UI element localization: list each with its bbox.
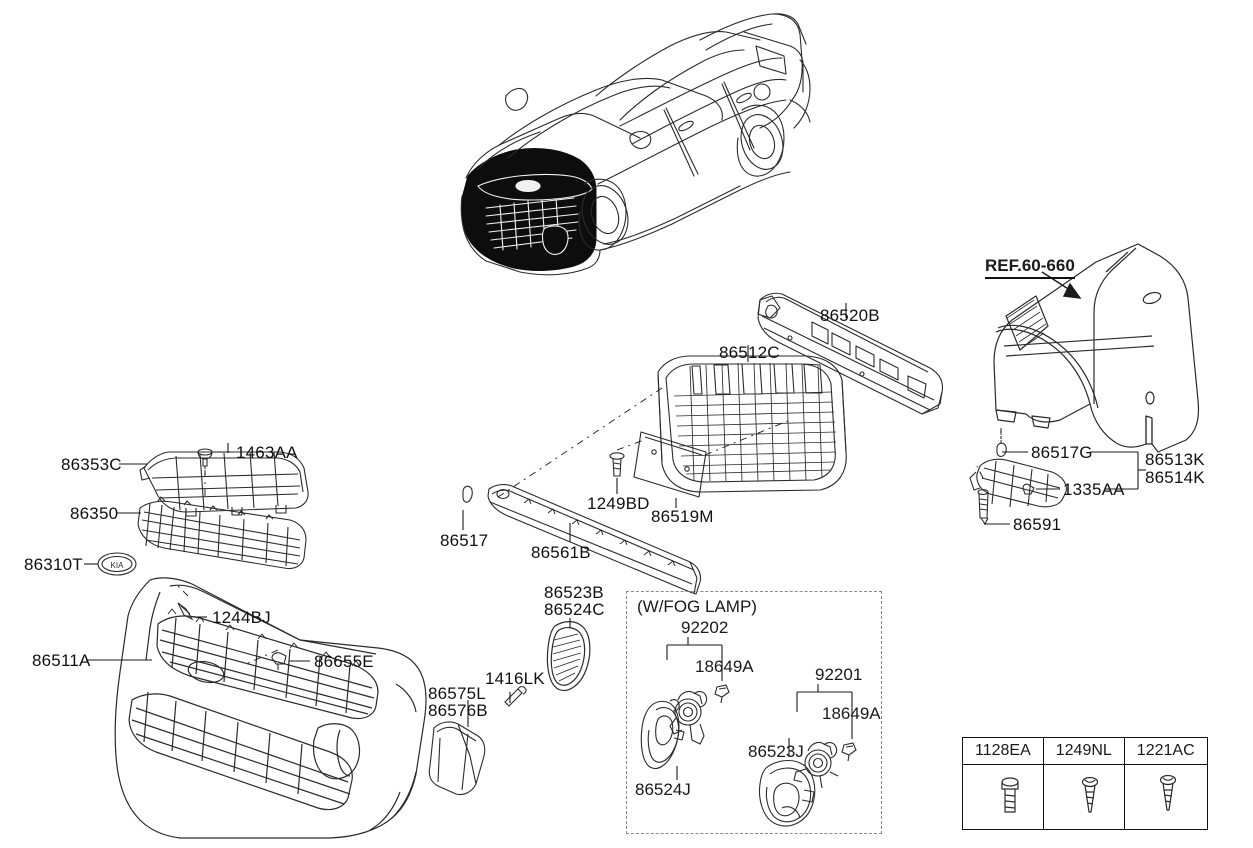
callout-1249BD[interactable]: 1249BD [587, 494, 650, 513]
fog-lamp-callout-18649A-left[interactable]: 18649A [695, 657, 754, 676]
part-18649A-bulb-right [841, 742, 857, 762]
callout-86524C[interactable]: 86524C [544, 600, 605, 619]
vehicle-illustration [460, 13, 811, 276]
callout-1416LK[interactable]: 1416LK [485, 669, 545, 688]
fog-lamp-brackets [666, 637, 853, 780]
callout-86519M[interactable]: 86519M [651, 507, 714, 526]
part-1249BD-screw [609, 452, 625, 477]
part-86350-radiator-grille [137, 496, 307, 570]
part-86512C-grille [657, 355, 847, 493]
leader-lines [84, 303, 1146, 727]
callout-86520B[interactable]: 86520B [820, 306, 880, 325]
pan-head-screw-icon [1042, 764, 1125, 830]
part-86511A-bumper-cover [114, 577, 427, 839]
callout-86353C[interactable]: 86353C [61, 455, 122, 474]
callout-1335AA[interactable]: 1335AA [1063, 480, 1125, 499]
part-92202-fog-lamp [669, 690, 708, 745]
callout-86511A[interactable]: 86511A [32, 651, 91, 670]
fastener-header-row: 1128EA 1249NL 1221AC [962, 737, 1208, 765]
part-86520B-reinforcement [757, 292, 944, 415]
fog-lamp-heading: (W/FOG LAMP) [637, 597, 757, 616]
callout-86310T[interactable]: 86310T [24, 555, 83, 574]
part-86591-bolt [977, 489, 989, 526]
part-86561B-lower-moulding [487, 484, 702, 595]
callout-1463AA[interactable]: 1463AA [236, 443, 298, 462]
callout-86513K[interactable]: 86513K [1145, 450, 1205, 469]
part-86310T-emblem: KIA [97, 552, 137, 576]
fog-lamp-group-box [626, 591, 882, 834]
part-18649A-bulb-left [714, 684, 730, 704]
tapping-screw-icon [1123, 764, 1208, 830]
part-86523J-bezel [758, 759, 816, 827]
callout-86655E[interactable]: 86655E [314, 652, 374, 671]
part-92201-fog-lamp [793, 741, 839, 789]
part-86655E-clip [271, 652, 287, 670]
svg-text:KIA: KIA [111, 561, 125, 570]
fog-lamp-callout-92201[interactable]: 92201 [815, 665, 863, 684]
fastener-header-1249NL[interactable]: 1249NL [1042, 737, 1125, 765]
part-1416LK-pin [504, 686, 527, 707]
flange-bolt-icon [962, 764, 1044, 830]
fog-lamp-callout-86523J[interactable]: 86523J [748, 742, 804, 761]
fog-lamp-callout-92202[interactable]: 92202 [681, 618, 729, 637]
part-86575L-86576B-duct [428, 721, 486, 796]
part-86523B-86524C-cover [546, 621, 591, 691]
fastener-header-1128EA[interactable]: 1128EA [962, 737, 1044, 765]
callout-86514K[interactable]: 86514K [1145, 468, 1205, 487]
fog-lamp-callout-86524J[interactable]: 86524J [635, 780, 691, 799]
callout-86523B[interactable]: 86523B [544, 583, 604, 602]
callout-1244BJ[interactable]: 1244BJ [212, 608, 271, 627]
fastener-legend-table: 1128EA 1249NL 1221AC [962, 737, 1208, 830]
fog-lamp-callout-18649A-right[interactable]: 18649A [822, 704, 881, 723]
part-86519M-plate-bracket [633, 431, 707, 498]
ref-arrow [1041, 271, 1082, 299]
part-86353C-upper-cover [139, 451, 309, 517]
callout-86350[interactable]: 86350 [70, 504, 119, 523]
callout-86512C[interactable]: 86512C [719, 343, 780, 362]
fastener-header-1221AC[interactable]: 1221AC [1123, 737, 1208, 765]
callout-86591[interactable]: 86591 [1013, 515, 1062, 534]
part-86513K-86514K-fender [993, 243, 1200, 453]
part-side-bracket [969, 458, 1067, 508]
callout-86575L[interactable]: 86575L [428, 684, 486, 703]
part-1244BJ-screw [177, 602, 194, 621]
callout-86517G[interactable]: 86517G [1031, 443, 1093, 462]
callout-86517[interactable]: 86517 [440, 531, 489, 550]
reference-label[interactable]: REF.60-660 [985, 256, 1075, 279]
part-86524J-bezel [640, 699, 685, 769]
fastener-icon-row [962, 764, 1208, 830]
callout-86576B[interactable]: 86576B [428, 701, 488, 720]
part-1335AA-clip [1022, 483, 1035, 495]
part-86517-clip [462, 485, 473, 503]
callout-86561B[interactable]: 86561B [531, 543, 591, 562]
